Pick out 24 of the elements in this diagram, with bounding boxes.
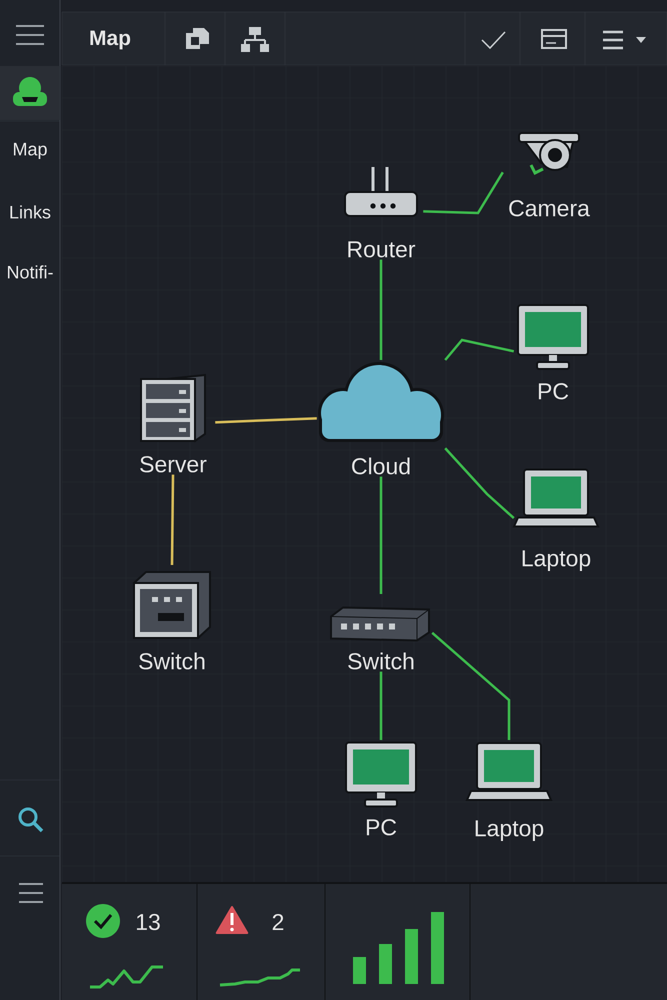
device-label: Laptop bbox=[476, 820, 544, 841]
device-label: Cloud bbox=[352, 458, 410, 474]
connection-line bbox=[170, 474, 174, 566]
toolbar-title: Map bbox=[90, 30, 130, 50]
device-label: Laptop bbox=[522, 550, 590, 571]
status-count: 13 bbox=[136, 914, 160, 930]
device-label: Server bbox=[140, 456, 206, 472]
nav-label: Map bbox=[14, 142, 47, 160]
connection-line bbox=[423, 172, 504, 214]
status-count: 2 bbox=[272, 914, 284, 930]
connection-line bbox=[215, 417, 317, 424]
connection-line bbox=[380, 260, 382, 360]
nav-label: Links bbox=[10, 205, 50, 219]
device-label: Switch bbox=[139, 652, 204, 670]
device-label: Switch bbox=[348, 652, 414, 670]
connection-line bbox=[380, 476, 382, 594]
nav-label: Notifi- bbox=[8, 265, 53, 279]
connection-line bbox=[431, 632, 510, 740]
connection-line bbox=[380, 672, 382, 740]
connection-line bbox=[444, 338, 514, 361]
device-label: Router bbox=[348, 241, 416, 258]
device-label: Camera bbox=[509, 200, 590, 216]
device-label: PC bbox=[538, 383, 568, 400]
device-label: PC bbox=[366, 819, 396, 836]
